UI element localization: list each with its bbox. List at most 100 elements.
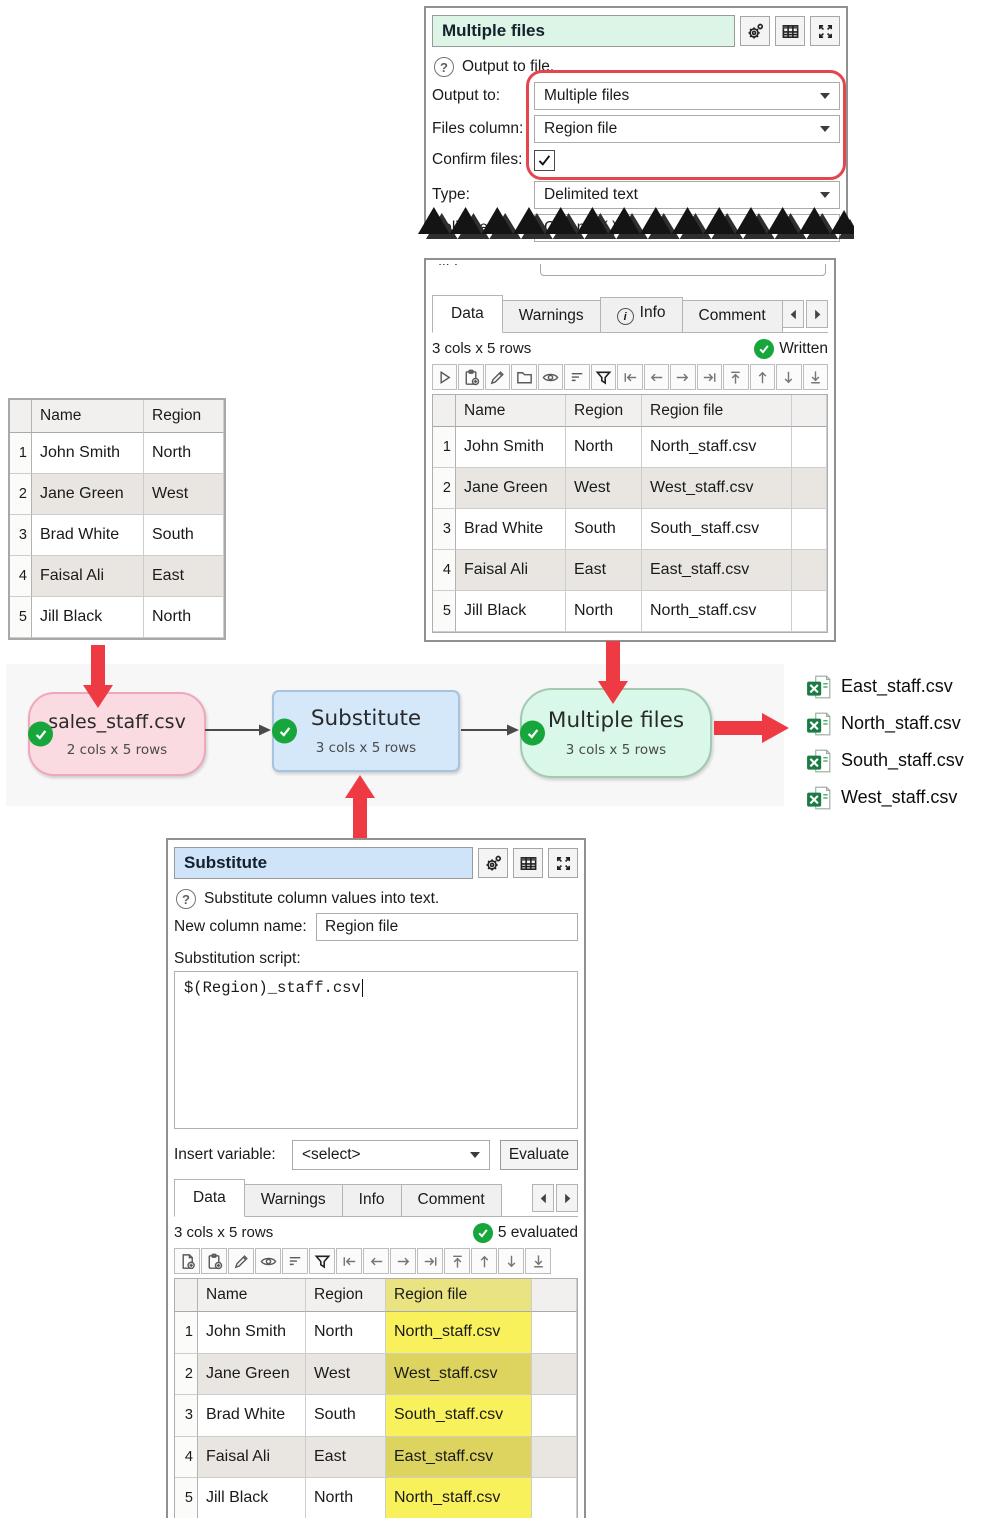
run-icon[interactable] — [432, 364, 458, 390]
col-header[interactable]: Region — [566, 395, 642, 427]
cell[interactable]: Faisal Ali — [198, 1436, 306, 1478]
move-last-icon[interactable] — [417, 1248, 443, 1274]
tab-warnings[interactable]: Warnings — [501, 300, 601, 332]
move-down-icon[interactable] — [498, 1248, 524, 1274]
move-left-icon[interactable] — [643, 364, 670, 390]
new-column-input[interactable]: Region file — [316, 913, 578, 941]
move-bottom-icon[interactable] — [525, 1248, 551, 1274]
cell[interactable]: Jane Green — [32, 474, 144, 515]
edit-pencil-icon[interactable] — [484, 364, 511, 390]
tab-scroll-left-button[interactable] — [782, 300, 804, 328]
cell[interactable]: Faisal Ali — [456, 550, 566, 591]
cell[interactable]: North_staff.csv — [642, 427, 792, 468]
cell[interactable]: South — [144, 515, 224, 556]
cell[interactable]: Jill Black — [198, 1478, 306, 1518]
eye-icon[interactable] — [537, 364, 564, 390]
cell[interactable]: Jill Black — [456, 591, 566, 632]
col-header[interactable]: Region — [306, 1279, 386, 1312]
paste-icon[interactable] — [201, 1248, 227, 1274]
filter-icon[interactable] — [590, 364, 617, 390]
cell[interactable]: John Smith — [456, 427, 566, 468]
table-view-button[interactable] — [513, 848, 543, 878]
cell[interactable]: Jill Black — [32, 597, 144, 638]
substitution-script-textarea[interactable]: $(Region)_staff.csv — [174, 971, 578, 1129]
files-column-select[interactable]: Region file — [534, 115, 840, 143]
cell[interactable]: East — [566, 550, 642, 591]
move-left-icon[interactable] — [363, 1248, 389, 1274]
type-select[interactable]: Delimited text — [534, 181, 840, 209]
cell[interactable]: North_staff.csv — [642, 591, 792, 632]
cell[interactable]: North — [144, 597, 224, 638]
edit-pencil-icon[interactable] — [228, 1248, 254, 1274]
cell[interactable]: East — [144, 556, 224, 597]
sort-icon[interactable] — [564, 364, 590, 390]
cell[interactable]: South_staff.csv — [642, 509, 792, 550]
node-sales-staff-csv[interactable]: sales_staff.csv 2 cols x 5 rows — [28, 692, 206, 776]
tab-info[interactable]: Info — [341, 1184, 402, 1216]
cell[interactable]: Brad White — [456, 509, 566, 550]
move-first-icon[interactable] — [617, 364, 643, 390]
cell-highlighted[interactable]: West_staff.csv — [386, 1353, 532, 1395]
cell[interactable]: North — [306, 1312, 386, 1354]
col-header[interactable]: Name — [32, 400, 144, 433]
cell-highlighted[interactable]: South_staff.csv — [386, 1395, 532, 1437]
cell[interactable]: Brad White — [32, 515, 144, 556]
tab-scroll-right-button[interactable] — [556, 1184, 578, 1212]
filter-icon[interactable] — [309, 1248, 335, 1274]
folder-icon[interactable] — [511, 364, 537, 390]
col-header[interactable]: Region — [144, 400, 224, 433]
sort-icon[interactable] — [282, 1248, 308, 1274]
tab-data[interactable]: Data — [432, 295, 503, 333]
cell[interactable]: North — [306, 1478, 386, 1518]
cell[interactable]: Jane Green — [456, 468, 566, 509]
tab-warnings[interactable]: Warnings — [243, 1184, 343, 1216]
cell[interactable]: Faisal Ali — [32, 556, 144, 597]
move-right-icon[interactable] — [390, 1248, 416, 1274]
evaluate-button[interactable]: Evaluate — [500, 1140, 578, 1170]
move-top-icon[interactable] — [723, 364, 749, 390]
help-icon[interactable]: ? — [176, 889, 196, 909]
cell[interactable]: East — [306, 1436, 386, 1478]
tab-data[interactable]: Data — [174, 1179, 245, 1217]
col-header[interactable]: Region file — [642, 395, 792, 427]
cell[interactable]: Jane Green — [198, 1353, 306, 1395]
cell[interactable]: Brad White — [198, 1395, 306, 1437]
paste-icon[interactable] — [458, 364, 484, 390]
cell[interactable]: East_staff.csv — [642, 550, 792, 591]
move-down-icon[interactable] — [776, 364, 802, 390]
node-substitute[interactable]: Substitute 3 cols x 5 rows — [272, 690, 460, 772]
move-top-icon[interactable] — [444, 1248, 470, 1274]
move-last-icon[interactable] — [696, 364, 723, 390]
cell[interactable]: North — [144, 433, 224, 474]
move-up-icon[interactable] — [749, 364, 776, 390]
settings-button[interactable] — [478, 848, 508, 878]
insert-variable-select[interactable]: <select> — [292, 1140, 490, 1170]
confirm-files-checkbox[interactable] — [534, 149, 555, 171]
move-up-icon[interactable] — [471, 1248, 497, 1274]
tab-comment[interactable]: Comment — [681, 300, 783, 332]
cell[interactable]: North — [566, 427, 642, 468]
cell[interactable]: West — [566, 468, 642, 509]
move-right-icon[interactable] — [670, 364, 696, 390]
move-bottom-icon[interactable] — [802, 364, 829, 390]
col-header-highlighted[interactable]: Region file — [386, 1279, 532, 1312]
cell[interactable]: John Smith — [198, 1312, 306, 1354]
col-header[interactable]: Name — [198, 1279, 306, 1312]
cell[interactable]: North — [566, 591, 642, 632]
cell-highlighted[interactable]: East_staff.csv — [386, 1436, 532, 1478]
settings-button[interactable] — [740, 16, 770, 46]
eye-icon[interactable] — [255, 1248, 281, 1274]
cell-highlighted[interactable]: North_staff.csv — [386, 1478, 532, 1518]
cell[interactable]: South — [566, 509, 642, 550]
expand-button[interactable] — [548, 848, 578, 878]
cell[interactable]: John Smith — [32, 433, 144, 474]
cell-highlighted[interactable]: North_staff.csv — [386, 1312, 532, 1354]
cell[interactable]: West — [144, 474, 224, 515]
tab-scroll-right-button[interactable] — [806, 300, 828, 328]
cell[interactable]: West — [306, 1353, 386, 1395]
table-view-button[interactable] — [775, 16, 805, 46]
tab-scroll-left-button[interactable] — [532, 1184, 554, 1212]
cell[interactable]: South — [306, 1395, 386, 1437]
expand-button[interactable] — [810, 16, 840, 46]
